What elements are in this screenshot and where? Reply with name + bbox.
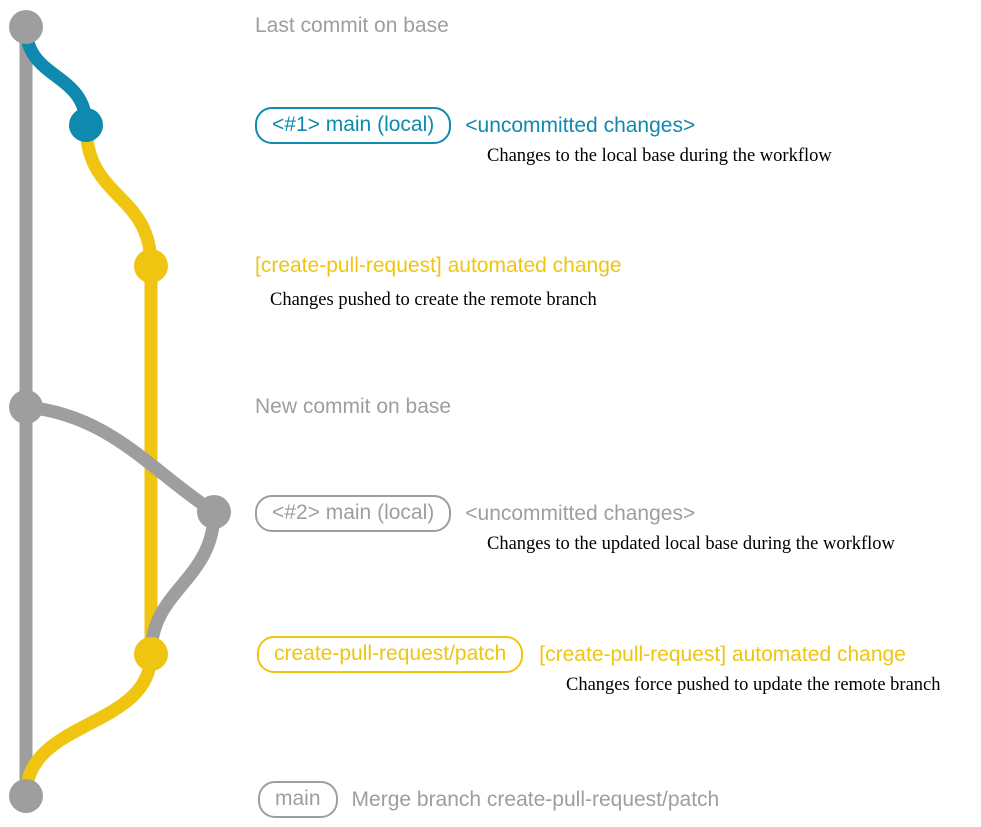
commit-subject-local-uncommitted-1: <uncommitted changes> bbox=[465, 113, 696, 137]
ref-pill-create-pull-request-patch[interactable]: create-pull-request/patch bbox=[257, 636, 524, 674]
commit-node-automated-change-1[interactable] bbox=[134, 249, 168, 283]
commit-row-local-uncommitted-1: <#1> main (local) <uncommitted changes> bbox=[255, 107, 696, 145]
commit-node-new-commit-on-base[interactable] bbox=[9, 390, 43, 424]
commit-node-automated-change-2[interactable] bbox=[134, 637, 168, 671]
commit-subject-merge-commit: Merge branch create-pull-request/patch bbox=[351, 787, 720, 811]
commit-subject-automated-change-2: [create-pull-request] automated change bbox=[539, 642, 906, 666]
commit-subject-new-commit-on-base: New commit on base bbox=[255, 395, 452, 418]
commit-node-local-uncommitted-1[interactable] bbox=[69, 108, 103, 142]
edge-updated-local-to-patch bbox=[144, 505, 221, 661]
edge-local-to-patch bbox=[79, 118, 158, 273]
ref-pill-main[interactable]: main bbox=[258, 781, 338, 819]
commit-node-merge-commit[interactable] bbox=[9, 779, 43, 813]
commit-row-local-uncommitted-2: <#2> main (local) <uncommitted changes> bbox=[255, 495, 696, 533]
edge-base-to-local bbox=[19, 20, 93, 132]
ref-pill-main-local-1[interactable]: <#1> main (local) bbox=[255, 107, 452, 145]
commit-node-last-commit-on-base[interactable] bbox=[9, 10, 43, 44]
commit-subject-local-uncommitted-2: <uncommitted changes> bbox=[465, 501, 696, 525]
edge-patch-to-merge bbox=[19, 647, 158, 803]
ref-pill-main-local-2[interactable]: <#2> main (local) bbox=[255, 495, 452, 533]
commit-note-local-uncommitted-1: Changes to the local base during the wor… bbox=[487, 146, 832, 166]
commit-row-automated-change-2: create-pull-request/patch [create-pull-r… bbox=[257, 636, 906, 674]
commit-node-local-uncommitted-2[interactable] bbox=[197, 495, 231, 529]
commit-note-automated-change-2: Changes force pushed to update the remot… bbox=[566, 675, 941, 695]
edge-base-to-updated-local bbox=[19, 400, 221, 519]
commit-note-local-uncommitted-2: Changes to the updated local base during… bbox=[487, 534, 895, 554]
commit-row-merge-commit: main Merge branch create-pull-request/pa… bbox=[258, 781, 720, 819]
commit-subject-last-commit-on-base: Last commit on base bbox=[255, 14, 449, 37]
commit-subject-automated-change-1: [create-pull-request] automated change bbox=[255, 254, 622, 277]
commit-note-automated-change-1: Changes pushed to create the remote bran… bbox=[270, 290, 597, 310]
